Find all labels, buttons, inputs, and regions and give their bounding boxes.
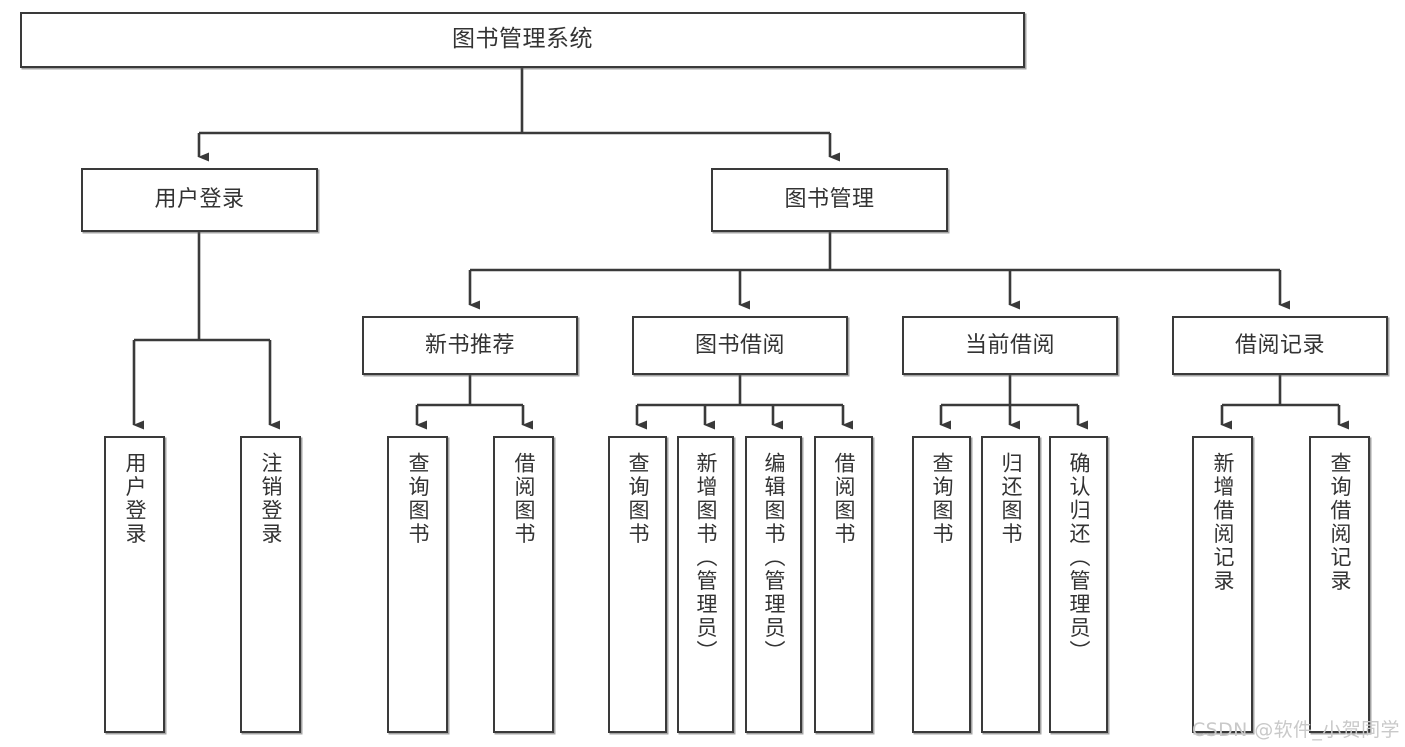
node-label: 查询借阅记录 bbox=[1328, 452, 1352, 593]
node-label: 新增借阅记录 bbox=[1211, 452, 1235, 593]
node-label: 编辑图书（管理员） bbox=[762, 452, 786, 664]
node-label: 借阅图书 bbox=[832, 452, 856, 546]
leaf-borrow-add-book[interactable]: 新增图书（管理员） bbox=[677, 436, 734, 733]
leaf-current-query-book[interactable]: 查询图书 bbox=[912, 436, 971, 733]
node-user-login[interactable]: 用户登录 bbox=[81, 168, 318, 232]
leaf-borrow-query-book[interactable]: 查询图书 bbox=[608, 436, 667, 733]
node-label: 用户登录 bbox=[154, 187, 245, 213]
node-label: 归还图书 bbox=[999, 452, 1023, 546]
node-current-borrow[interactable]: 当前借阅 bbox=[902, 316, 1118, 375]
node-root-system[interactable]: 图书管理系统 bbox=[20, 12, 1025, 68]
node-label: 确认归还（管理员） bbox=[1067, 452, 1091, 664]
node-label: 图书管理 bbox=[784, 187, 875, 213]
node-label: 借阅记录 bbox=[1234, 332, 1325, 358]
node-label: 当前借阅 bbox=[964, 332, 1055, 358]
node-new-book-recommend[interactable]: 新书推荐 bbox=[362, 316, 578, 375]
leaf-current-return-book[interactable]: 归还图书 bbox=[981, 436, 1040, 733]
node-borrow-records[interactable]: 借阅记录 bbox=[1172, 316, 1388, 375]
node-label: 新书推荐 bbox=[424, 332, 515, 358]
leaf-records-query-record[interactable]: 查询借阅记录 bbox=[1309, 436, 1370, 733]
node-label: 注销登录 bbox=[259, 452, 283, 546]
node-book-management[interactable]: 图书管理 bbox=[711, 168, 948, 232]
leaf-borrow-edit-book[interactable]: 编辑图书（管理员） bbox=[745, 436, 802, 733]
node-label: 用户登录 bbox=[123, 452, 147, 546]
node-label: 查询图书 bbox=[406, 452, 430, 546]
node-label: 查询图书 bbox=[626, 452, 650, 546]
leaf-current-confirm-return[interactable]: 确认归还（管理员） bbox=[1049, 436, 1108, 733]
node-label: 新增图书（管理员） bbox=[694, 452, 718, 664]
leaf-newbook-query-book[interactable]: 查询图书 bbox=[387, 436, 448, 733]
node-label: 图书借阅 bbox=[694, 332, 785, 358]
leaf-borrow-borrow-book[interactable]: 借阅图书 bbox=[814, 436, 873, 733]
leaf-user-logout[interactable]: 注销登录 bbox=[240, 436, 301, 733]
node-label: 查询图书 bbox=[930, 452, 954, 546]
node-book-borrow[interactable]: 图书借阅 bbox=[632, 316, 848, 375]
node-label: 图书管理系统 bbox=[452, 26, 593, 53]
leaf-user-login[interactable]: 用户登录 bbox=[104, 436, 165, 733]
node-label: 借阅图书 bbox=[512, 452, 536, 546]
leaf-newbook-borrow-book[interactable]: 借阅图书 bbox=[493, 436, 554, 733]
leaf-records-add-record[interactable]: 新增借阅记录 bbox=[1192, 436, 1253, 733]
